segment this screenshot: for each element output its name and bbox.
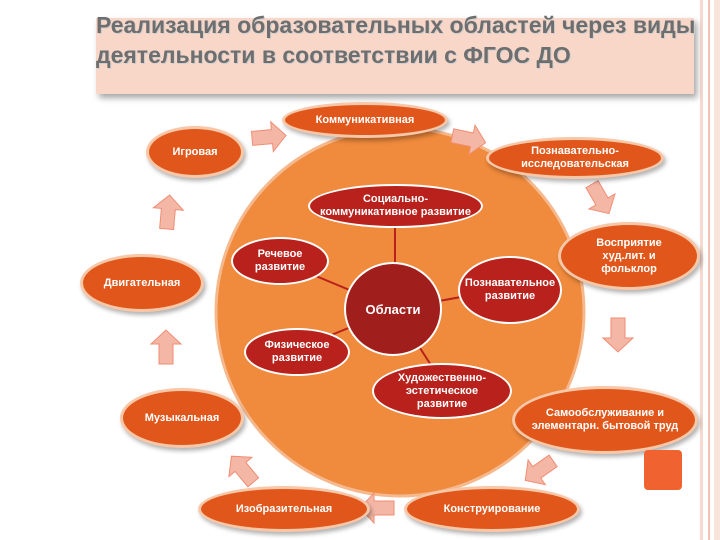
arrow-7 [219,446,266,493]
arrow-5 [516,448,563,494]
decor-stripe [708,0,710,540]
slide-title: Реализация образовательных областей чере… [96,12,696,68]
area-speech: Речевое развитие [231,237,329,285]
arrow-3 [578,176,623,222]
arrow-8 [150,329,182,365]
decor-stripe [700,0,703,540]
area-artistic-aesthetic: Художественно-эстетическое развитие [372,363,512,419]
decor-square [644,450,682,490]
arrow-9 [151,193,186,231]
decor-stripe [714,0,720,540]
activity-visual-arts: Изобразительная [198,486,370,532]
area-social-communicative: Социально-коммуникативное развитие [308,184,483,228]
area-cognitive: Познавательное развитие [458,256,562,324]
arrow-1 [250,119,288,154]
activity-literature-folklore: Восприятие худ.лит. и фольклор [558,222,700,290]
title-band [96,18,694,94]
activity-self-service: Самообслуживание и элементарн. бытовой т… [512,386,698,454]
area-physical: Физическое развитие [244,328,350,376]
activity-music: Музыкальная [120,388,244,448]
activity-construction: Конструирование [404,486,580,532]
areas-center-circle: Области [344,262,442,356]
activity-play: Игровая [146,126,244,178]
activity-motor: Двигательная [80,254,204,312]
activity-cognitive-research: Познавательно-исследовательская [486,137,664,179]
arrow-4 [602,317,634,353]
activity-communicative: Коммуникативная [282,102,448,138]
